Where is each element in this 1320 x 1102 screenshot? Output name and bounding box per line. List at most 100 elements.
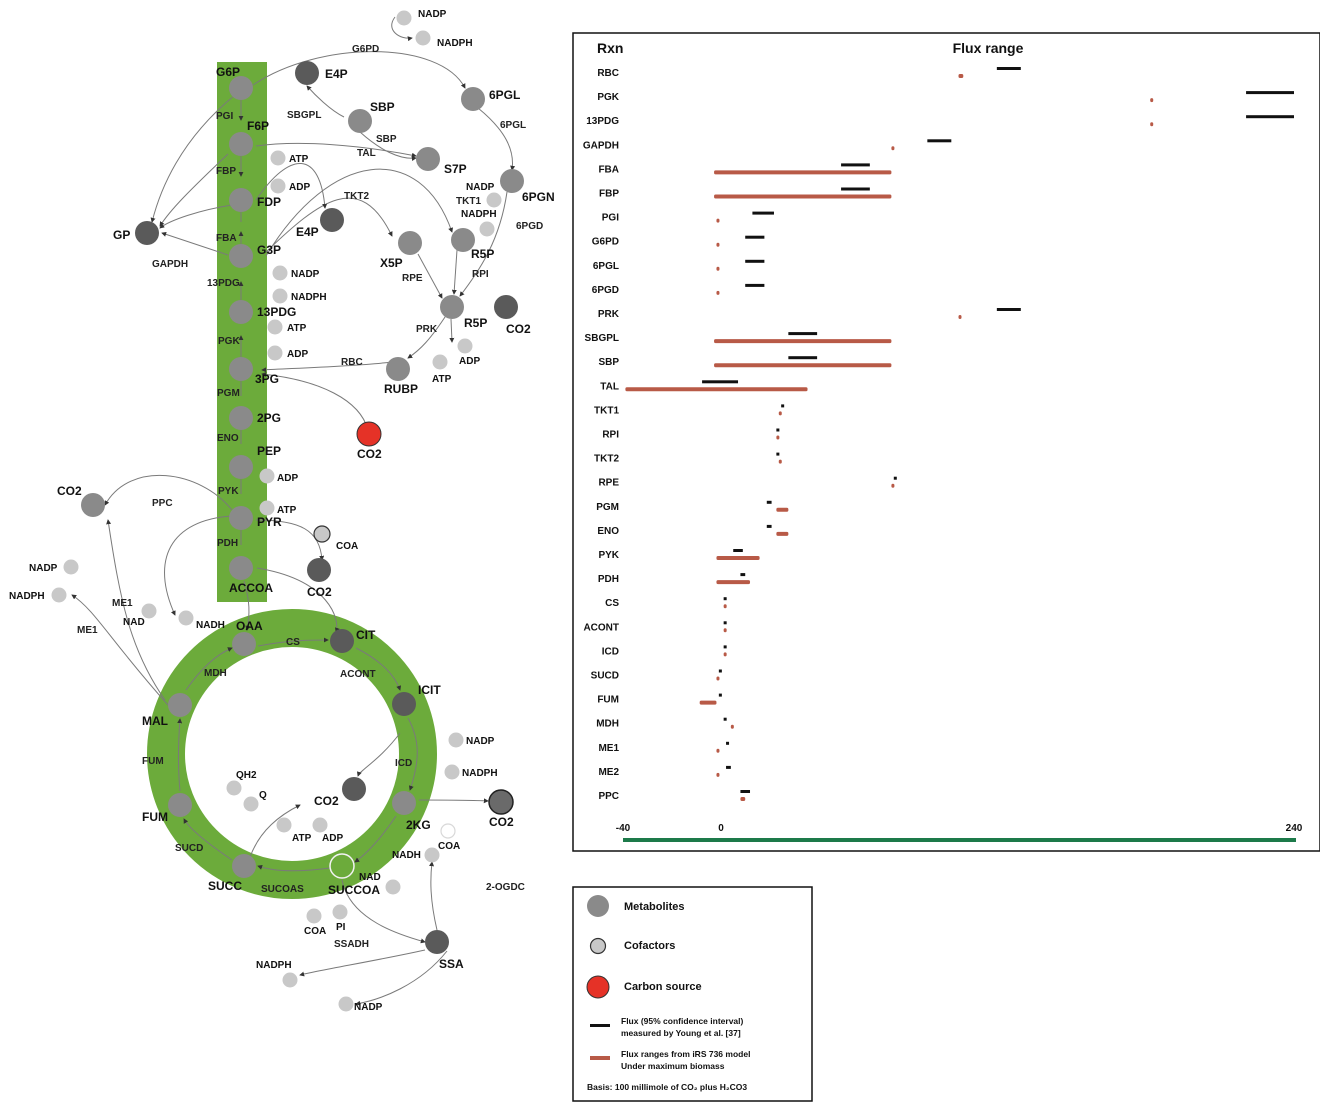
cofactor-node-dot — [332, 904, 348, 920]
node-label: ADP — [289, 182, 310, 193]
measured-flux-bar — [718, 693, 722, 697]
node-label: ATP — [277, 505, 297, 516]
metabolite-node: PEP — [229, 444, 281, 479]
flux-row-label: FUM — [597, 695, 619, 706]
legend-model-line2: Under maximum biomass — [621, 1061, 725, 1071]
model-flux-bar — [723, 604, 727, 609]
metabolite-node-dot — [416, 147, 440, 171]
cofactor-node: NADP — [272, 265, 320, 281]
node-label: 2KG — [406, 818, 431, 832]
cofactor-node-dot — [385, 879, 401, 895]
cofactor-node: COA — [438, 823, 460, 852]
flux-row-label: SBP — [598, 357, 619, 368]
reaction-label: 6PGL — [500, 120, 526, 131]
node-label: QH2 — [236, 770, 257, 781]
reaction-label: PDH — [217, 538, 238, 549]
reaction-edge — [150, 94, 236, 223]
legend-model-line1: Flux ranges from iRS 736 model — [621, 1049, 750, 1059]
reaction-label: ME1 — [112, 598, 133, 609]
flux-row-label: PGI — [602, 213, 619, 224]
metabolite-nodes: G6PF6PFDPG3P13PDG3PG2PGPEPPYRACCOAGPE4PE… — [9, 9, 555, 1013]
flux-row-label: PRK — [598, 309, 620, 320]
cofactor-node: ADP — [312, 817, 343, 844]
reaction-edge — [299, 949, 426, 977]
reaction-label: 13PDG — [207, 278, 240, 289]
metabolite-node-dot — [386, 357, 410, 381]
flux-row: ACONT — [583, 621, 727, 633]
flux-row: CS — [605, 597, 727, 609]
node-label: ADP — [287, 349, 308, 360]
node-label: ACCOA — [229, 581, 273, 595]
metabolite-node-dot — [168, 793, 192, 817]
reaction-label: PRK — [416, 324, 438, 335]
cofactor-node-dot — [448, 732, 464, 748]
flux-row: PDH — [598, 573, 751, 585]
metabolite-node: CO2 — [494, 295, 531, 336]
cofactor-node: NAD — [359, 872, 401, 895]
model-flux-bar — [714, 170, 892, 175]
reaction-edges — [71, 16, 516, 1006]
node-label: ADP — [277, 473, 298, 484]
reaction-label: ICD — [395, 758, 412, 769]
cofactor-node: NADH — [392, 847, 440, 863]
node-label: CO2 — [314, 794, 339, 808]
flux-row-label: PGK — [597, 92, 619, 103]
measured-flux-bar — [745, 283, 765, 287]
reaction-label: FBA — [216, 233, 237, 244]
reaction-edge — [183, 818, 233, 861]
node-label: F6P — [247, 119, 269, 133]
metabolite-node: CO2 — [57, 484, 105, 517]
axis-tick-max: 240 — [1286, 823, 1303, 834]
flux-row-label: SBGPL — [585, 333, 619, 344]
cofactor-node-dot — [312, 817, 328, 833]
flux-row: ICD — [602, 645, 727, 657]
flux-row-label: TKT2 — [594, 454, 619, 465]
cofactor-node: ADP — [259, 468, 298, 484]
axis-tick-zero: 0 — [718, 823, 724, 834]
metabolite-node: OAA — [232, 619, 263, 656]
reaction-edge — [106, 519, 166, 701]
flux-row: PGK — [597, 91, 1294, 103]
reaction-edge — [407, 313, 448, 359]
model-flux-bar — [958, 315, 962, 319]
cofactor-node-dot — [51, 587, 67, 603]
flux-row: ME2 — [598, 765, 731, 778]
cofactor-node: NAD — [123, 603, 157, 628]
legend-cofactors: Cofactors — [624, 940, 675, 952]
model-flux-bar — [716, 266, 720, 271]
reaction-edge — [355, 950, 448, 1006]
measured-flux-bar — [927, 139, 952, 143]
cofactor-node: NADP — [466, 182, 502, 208]
reaction-label: PGK — [218, 336, 240, 347]
cofactor-node: COA — [304, 908, 326, 937]
measured-flux-bar — [745, 235, 765, 239]
legend-basis: Basis: 100 millimole of CO₂ plus H₂CO3 — [587, 1082, 747, 1092]
reaction-label: TAL — [357, 148, 376, 159]
model-flux-bar — [891, 483, 895, 488]
node-label: R5P — [471, 247, 494, 261]
reaction-label: ACONT — [340, 669, 376, 680]
metabolite-node-dot — [81, 493, 105, 517]
cofactor-node: NADH — [178, 610, 225, 631]
flux-row-label: FBA — [598, 164, 619, 175]
metabolite-node-dot — [229, 406, 253, 430]
measured-flux-bar — [723, 597, 727, 601]
reaction-edge — [265, 168, 453, 257]
flux-row: 6PGL — [593, 259, 765, 272]
node-label: E4P — [325, 67, 348, 81]
reaction-label: 6PGD — [516, 221, 543, 232]
cofactor-node-dot — [270, 150, 286, 166]
node-label: NADP — [291, 269, 320, 280]
legend-measured-swatch — [590, 1024, 610, 1027]
cofactor-node: ATP — [267, 319, 307, 335]
flux-row-label: PDH — [598, 574, 619, 585]
reaction-edge — [71, 594, 169, 706]
cofactor-node: COA — [313, 525, 358, 552]
cofactor-node-dot — [63, 559, 79, 575]
flux-row-label: ME1 — [598, 743, 619, 754]
measured-flux-bar — [893, 476, 897, 480]
flux-row-label: PPC — [598, 791, 619, 802]
measured-flux-bar — [745, 259, 765, 263]
metabolite-node: 2PG — [229, 406, 281, 430]
node-label: COA — [336, 541, 358, 552]
